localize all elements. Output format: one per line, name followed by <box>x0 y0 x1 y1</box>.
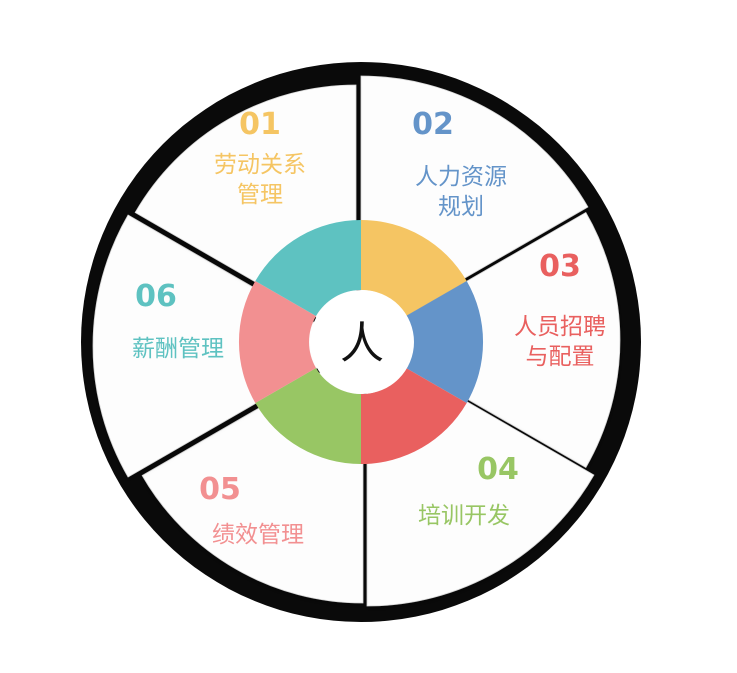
segment-number-02: 02 <box>412 107 454 142</box>
segment-text-03-2: 与配置 <box>526 344 595 370</box>
segment-text-01-1: 劳动关系 <box>214 152 306 178</box>
segment-label-06: 06 薪酬管理 <box>132 279 224 362</box>
segment-label-05: 05 绩效管理 <box>199 472 304 548</box>
segment-text-05-1: 绩效管理 <box>212 522 304 548</box>
ring-segment-03 <box>361 368 467 464</box>
ring-segment-06 <box>255 219 361 316</box>
segment-number-01: 01 <box>239 107 281 142</box>
petal-05 <box>92 214 356 478</box>
segment-text-02-1: 人力资源 <box>415 164 507 190</box>
segment-text-04-1: 培训开发 <box>418 503 510 529</box>
segment-label-04: 04 培训开发 <box>418 452 519 529</box>
ring-segment-05 <box>238 281 316 403</box>
segment-text-02-2: 规划 <box>438 194 484 220</box>
center-circle <box>310 290 414 394</box>
petal-02 <box>364 211 621 469</box>
segment-number-05: 05 <box>199 472 241 507</box>
segment-text-01-2: 管理 <box>237 182 283 208</box>
segment-number-06: 06 <box>135 279 177 314</box>
ring-segment-02 <box>406 281 484 403</box>
center-label: 人 <box>340 318 384 369</box>
segment-text-03-1: 人员招聘 <box>514 314 606 340</box>
segment-number-03: 03 <box>539 249 581 284</box>
segment-text-06-1: 薪酬管理 <box>132 336 224 362</box>
segment-number-04: 04 <box>477 452 519 487</box>
ring-segment-04 <box>255 368 361 464</box>
ring-segment-01 <box>361 219 467 316</box>
